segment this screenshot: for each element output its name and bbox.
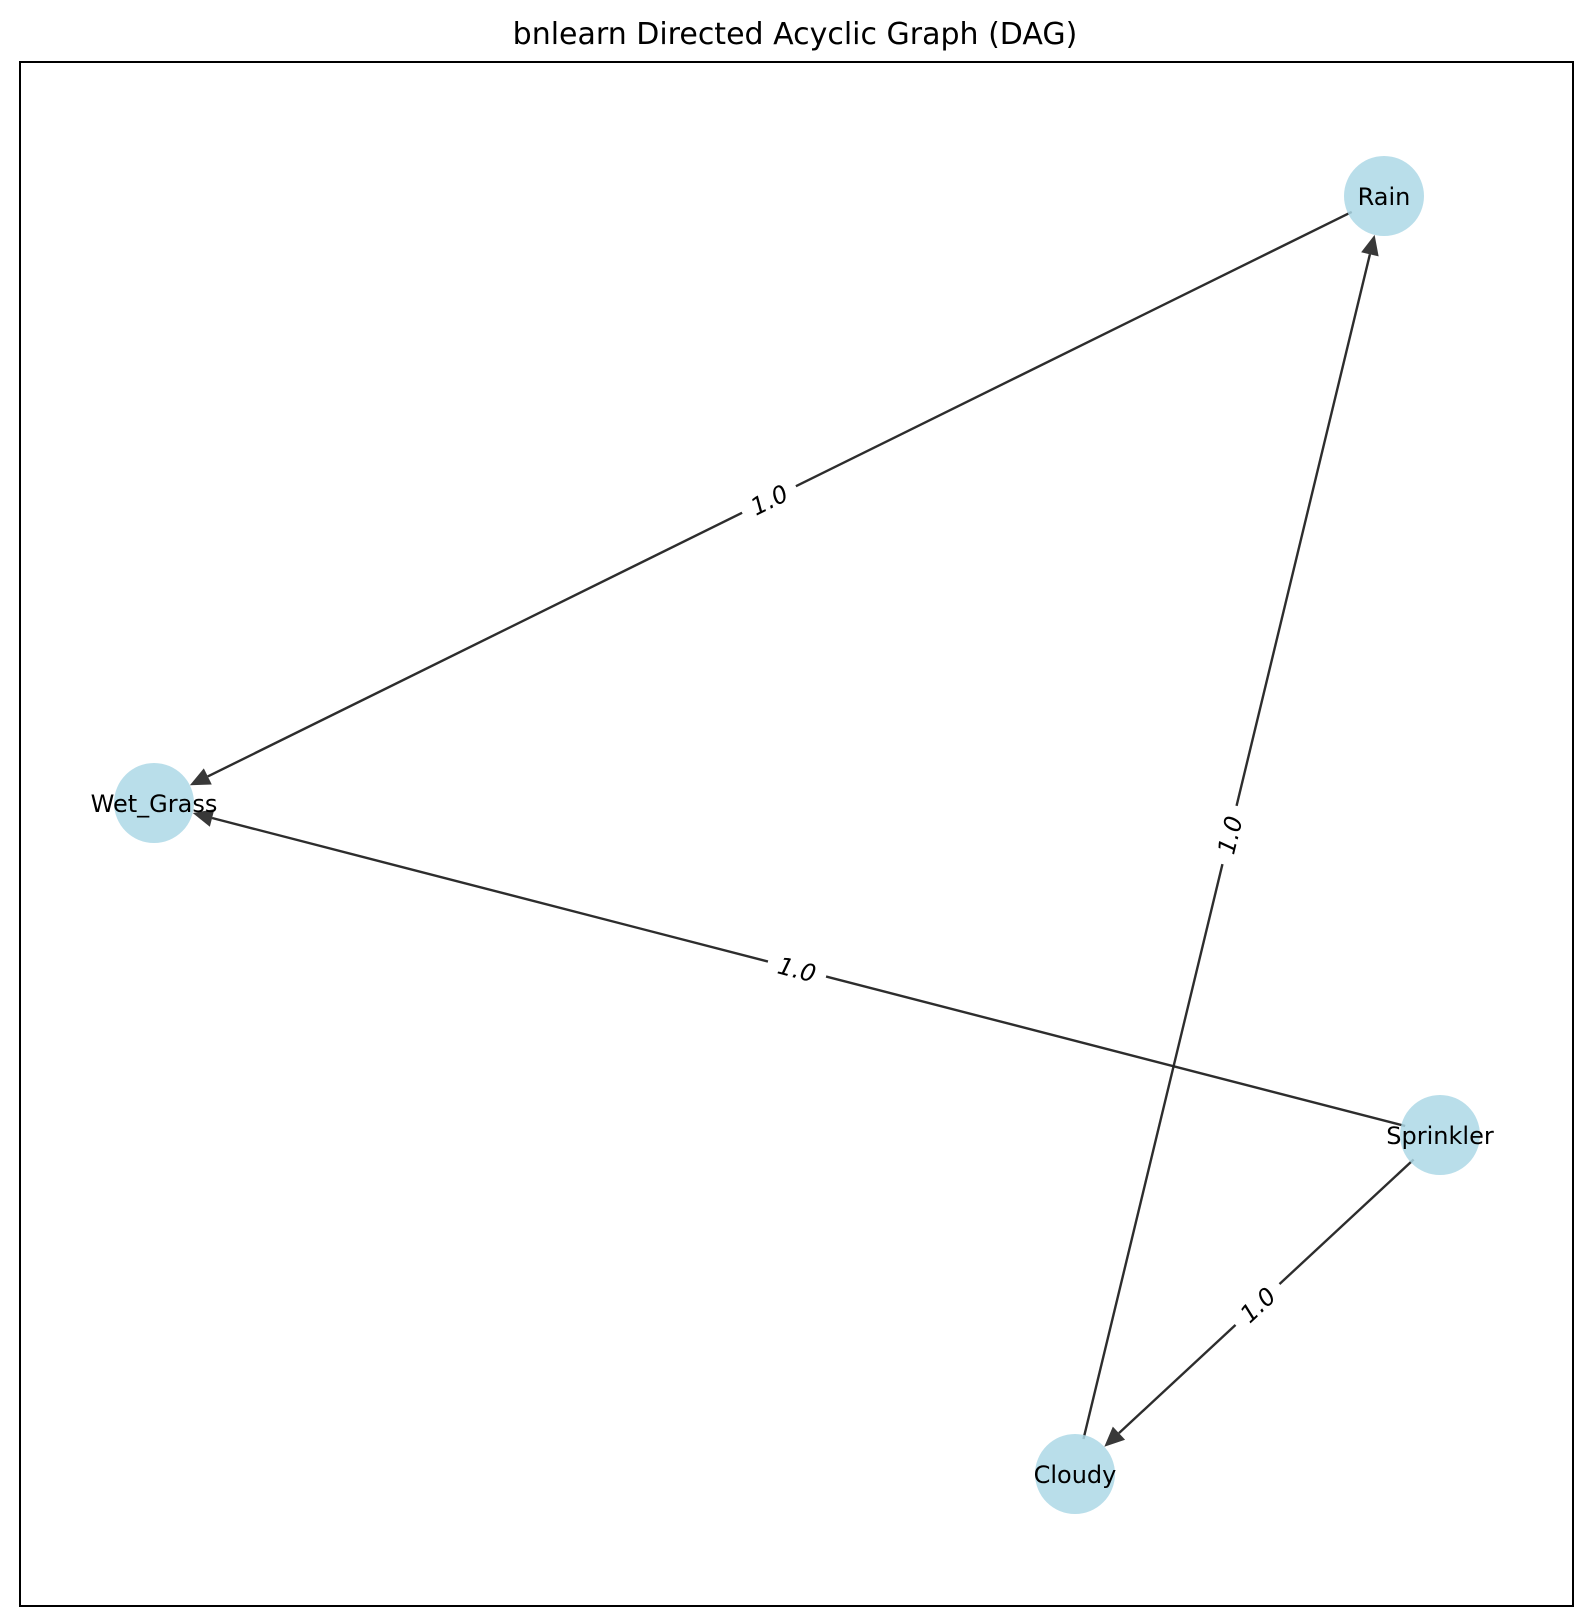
arrowhead-wet-grass: [192, 809, 215, 827]
edge-label-background: [1204, 801, 1253, 868]
edge-labels-layer: 1.01.01.01.0: [734, 470, 1291, 1337]
edge-label-background: [1223, 1270, 1291, 1337]
figure-title: bnlearn Directed Acyclic Graph (DAG): [513, 17, 1078, 52]
node-rain: [1344, 156, 1424, 236]
arrowhead-rain: [1361, 234, 1379, 257]
node-label-rain: Rain: [1358, 183, 1411, 211]
node-cloudy: [1035, 1434, 1115, 1514]
edge-label-background: [763, 944, 831, 992]
arrowhead-wet-grass: [189, 768, 212, 786]
edge-label: 1.0: [763, 944, 831, 992]
node-label-wet-grass: Wet_Grass: [91, 790, 218, 818]
edge-label: 1.0: [1204, 801, 1253, 868]
edge-label: 1.0: [734, 470, 803, 528]
node-wet-grass: [114, 763, 194, 843]
node-label-sprinkler: Sprinkler: [1386, 1122, 1494, 1150]
edge-label-background: [734, 470, 803, 528]
node-label-cloudy: Cloudy: [1034, 1461, 1117, 1489]
plot-frame: [19, 61, 1574, 1607]
arrowhead-cloudy: [1104, 1426, 1126, 1447]
node-sprinkler: [1400, 1095, 1480, 1175]
